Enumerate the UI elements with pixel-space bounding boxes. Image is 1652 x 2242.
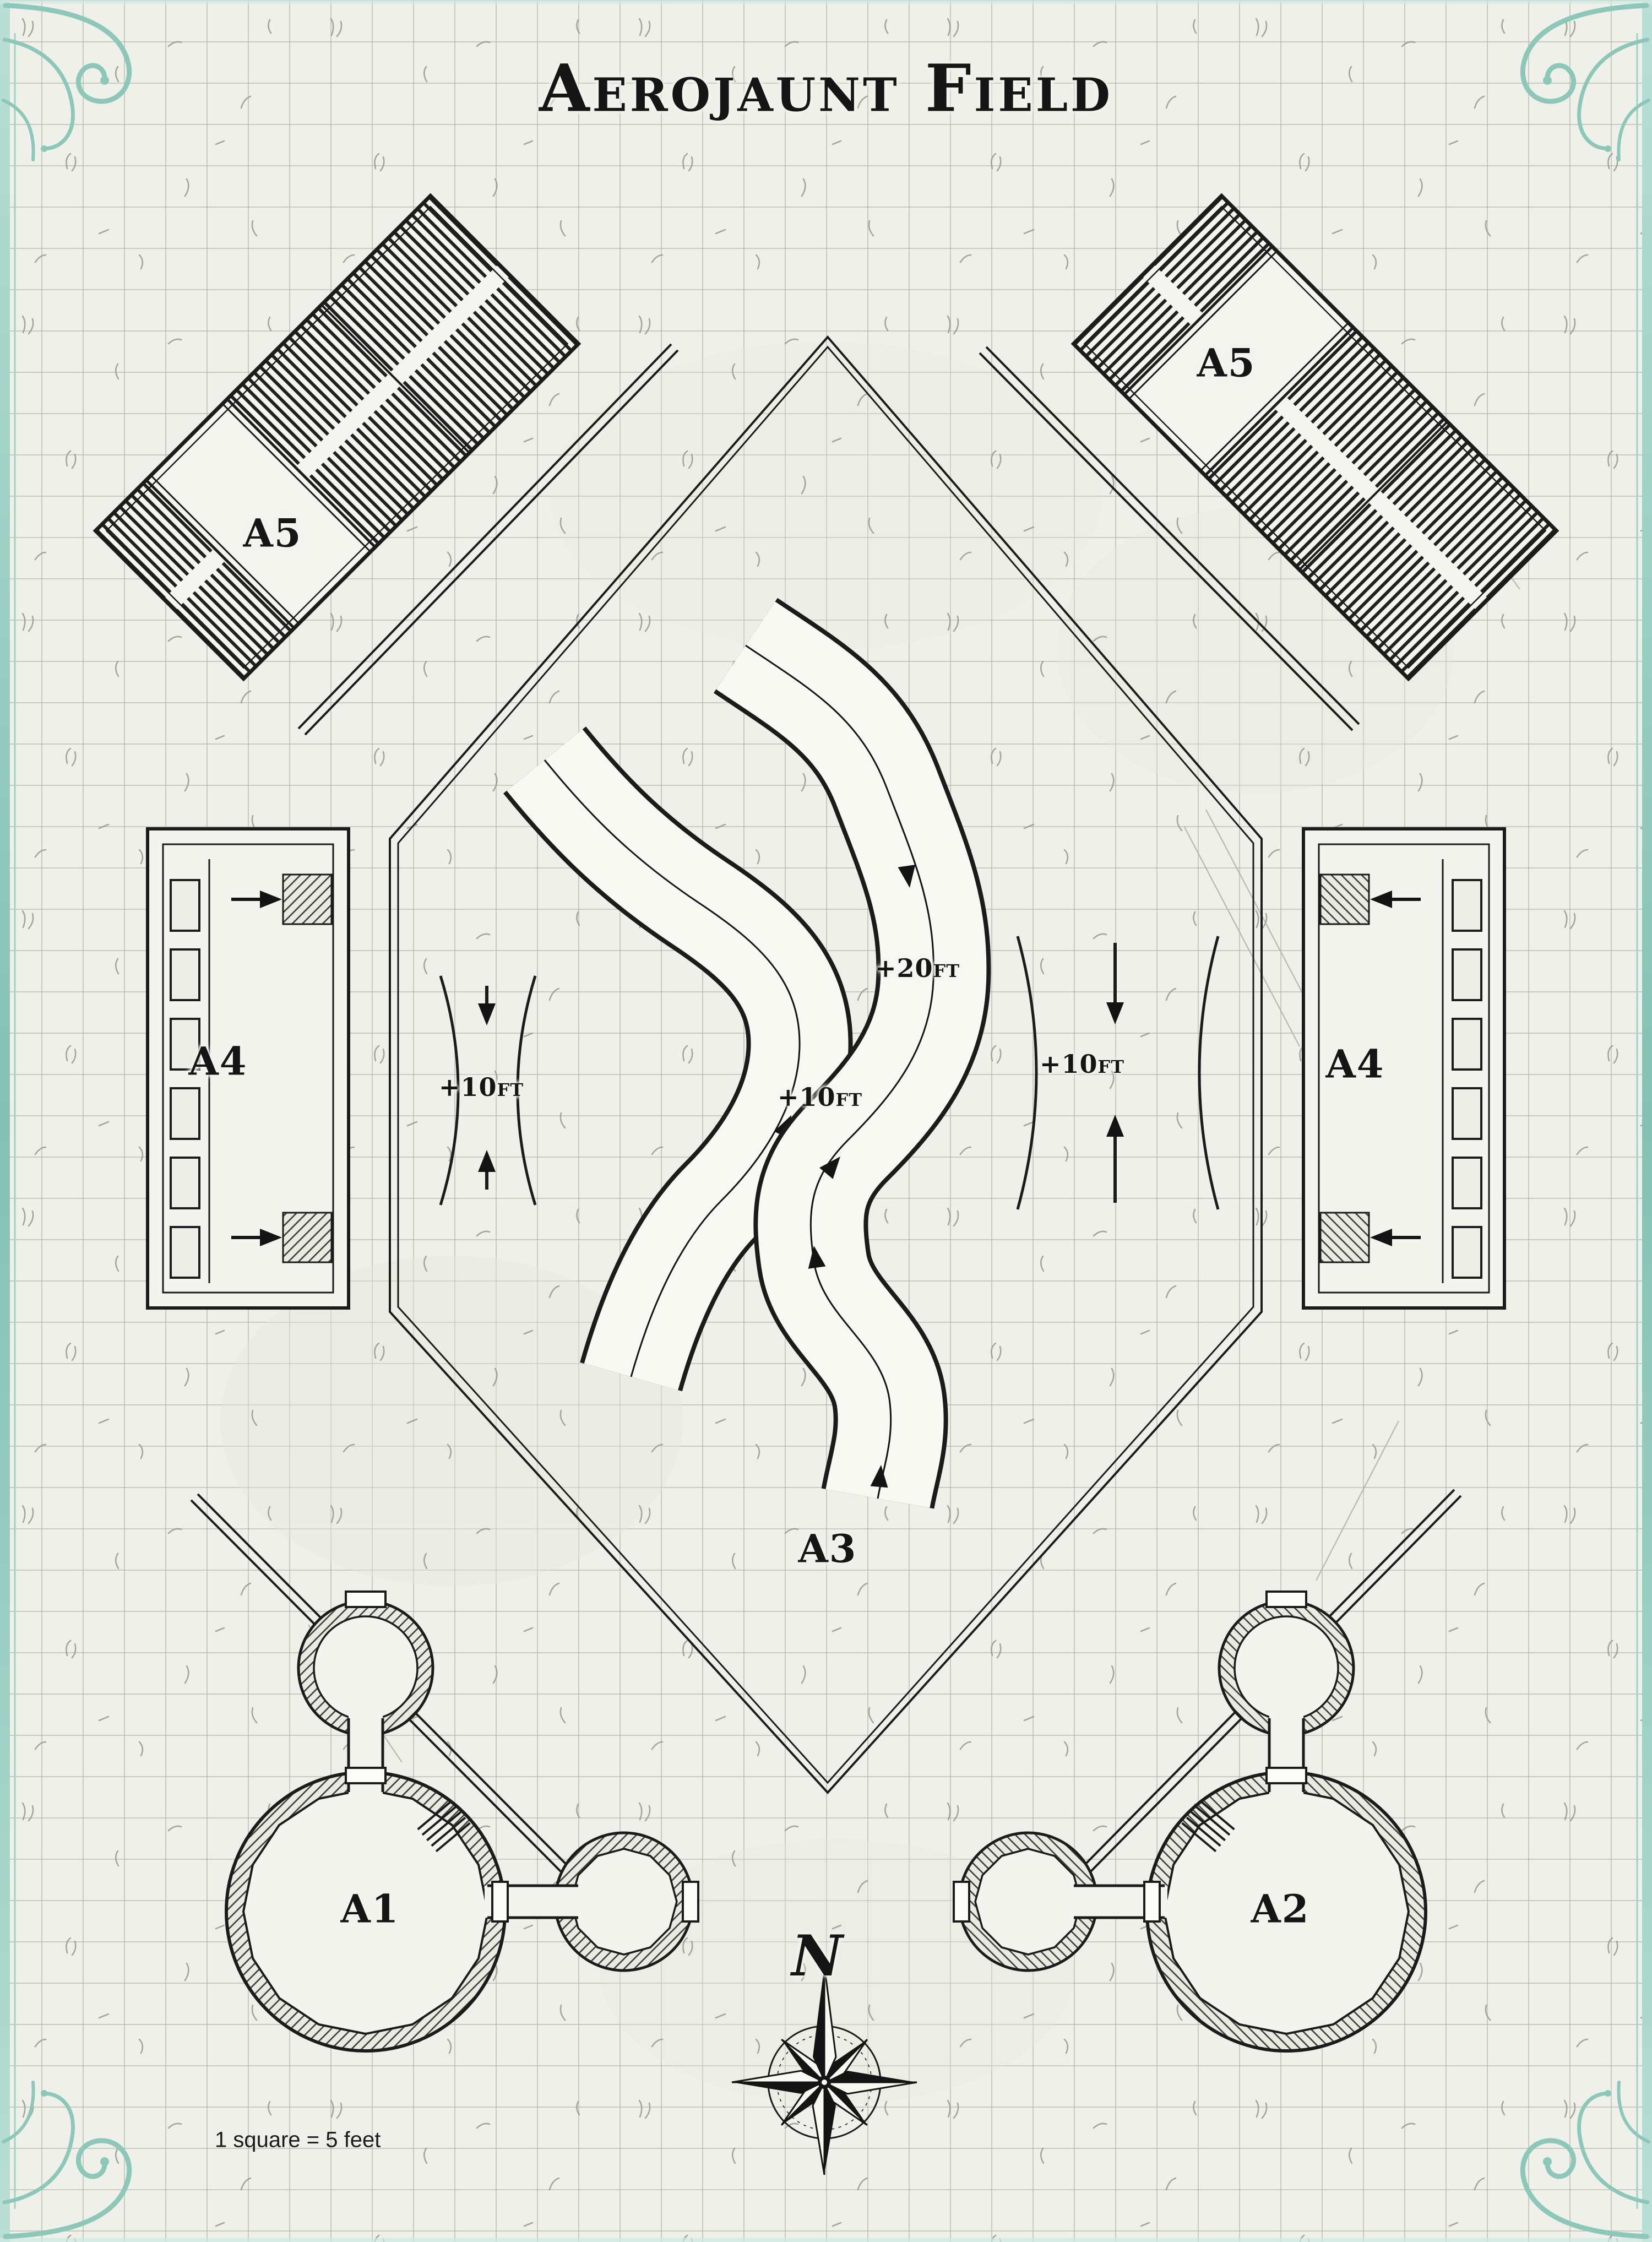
- area-label-a4-left: A4: [188, 1038, 248, 1084]
- scale-note: 1 square = 5 feet: [215, 2127, 381, 2152]
- wind-channel-right: [713, 598, 991, 1510]
- elevation-label-plus10-left: +10ft: [438, 1072, 524, 1102]
- wind-channel-left: [503, 726, 853, 1392]
- elevation-label-plus10-right: +10ft: [1039, 1049, 1125, 1079]
- area-label-a2: A2: [1251, 1886, 1310, 1932]
- map-title: Aerojaunt Field: [539, 50, 1113, 127]
- area-label-a5-right: A5: [1197, 340, 1256, 386]
- stand-a4-left: [148, 829, 349, 1308]
- area-label-a4-right: A4: [1325, 1041, 1385, 1087]
- compass-north-label: N: [791, 1923, 843, 1989]
- field-boundary: [389, 335, 1263, 1794]
- area-label-a1: A1: [340, 1886, 400, 1932]
- area-label-a3: A3: [798, 1526, 857, 1572]
- area-label-a5-left: A5: [243, 510, 302, 556]
- compass-rose: [731, 1964, 918, 2176]
- elevation-label-plus10-center: +10ft: [777, 1082, 863, 1112]
- elevation-label-plus20-center: +20ft: [874, 953, 960, 983]
